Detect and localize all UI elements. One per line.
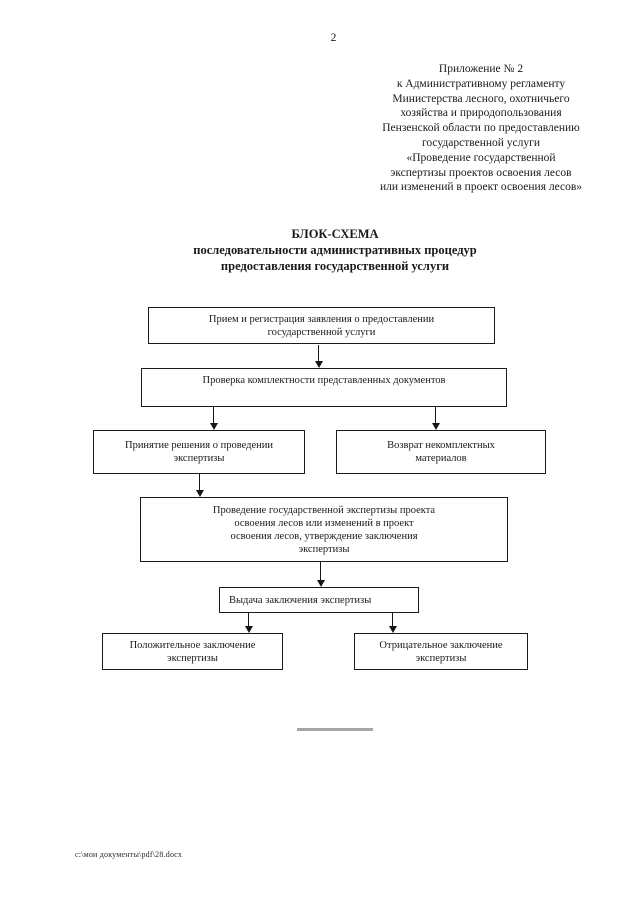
- flow-node-positive-label: Положительное заключение экспертизы: [129, 639, 256, 664]
- flow-node-check-label: Проверка комплектности представленных до…: [202, 375, 446, 386]
- arrow-decision-to-expertise: [195, 474, 204, 497]
- flow-node-reception-label: Прием и регистрация заявления о предоста…: [208, 313, 435, 338]
- flow-node-check: Проверка комплектности представленных до…: [141, 368, 507, 407]
- flow-node-decision-label: Принятие решения о проведении экспертизы: [124, 440, 273, 464]
- flow-node-issue: Выдача заключения экспертизы: [219, 587, 419, 613]
- arrow-shaft: [247, 613, 250, 628]
- flow-node-expertise-label: Проведение государственной экспертизы пр…: [212, 504, 436, 555]
- document-file-path: с:\мои документы\pdf\28.docx: [75, 850, 183, 859]
- flow-node-return: Возврат некомплектных материалов: [336, 430, 546, 474]
- arrow-issue-to-negative: [388, 613, 397, 633]
- flow-node-positive: Положительное заключение экспертизы: [102, 633, 283, 670]
- arrow-shaft: [317, 345, 320, 363]
- flow-node-negative-label: Отрицательное заключение экспертизы: [379, 639, 503, 664]
- arrow-check-to-decision: [209, 407, 218, 430]
- arrowhead-down-icon: [195, 490, 204, 497]
- footer-separator-line: [297, 728, 373, 731]
- arrowhead-down-icon: [244, 626, 253, 633]
- arrowhead-down-icon: [431, 423, 440, 430]
- flow-node-return-label: Возврат некомплектных материалов: [387, 440, 495, 464]
- flow-node-reception: Прием и регистрация заявления о предоста…: [148, 307, 495, 344]
- flow-node-decision: Принятие решения о проведении экспертизы: [93, 430, 305, 474]
- flow-node-expertise: Проведение государственной экспертизы пр…: [140, 497, 508, 562]
- arrow-shaft: [434, 407, 437, 425]
- flow-node-issue-label: Выдача заключения экспертизы: [229, 594, 372, 606]
- flow-node-negative: Отрицательное заключение экспертизы: [354, 633, 528, 670]
- arrow-expertise-to-issue: [316, 561, 325, 587]
- arrow-check-to-return: [431, 407, 440, 430]
- page-number: 2: [330, 32, 337, 44]
- arrow-shaft: [319, 561, 322, 582]
- appendix-header: Приложение № 2 к Административному регла…: [379, 63, 583, 194]
- arrowhead-down-icon: [316, 580, 325, 587]
- arrow-reception-to-check: [314, 345, 323, 368]
- arrowhead-down-icon: [388, 626, 397, 633]
- arrow-shaft: [198, 474, 201, 492]
- arrow-issue-to-positive: [244, 613, 253, 633]
- arrowhead-down-icon: [209, 423, 218, 430]
- arrow-shaft: [391, 613, 394, 628]
- page-title: БЛОК-СХЕМА последовательности администра…: [193, 227, 477, 273]
- arrowhead-down-icon: [314, 361, 323, 368]
- arrow-shaft: [212, 407, 215, 425]
